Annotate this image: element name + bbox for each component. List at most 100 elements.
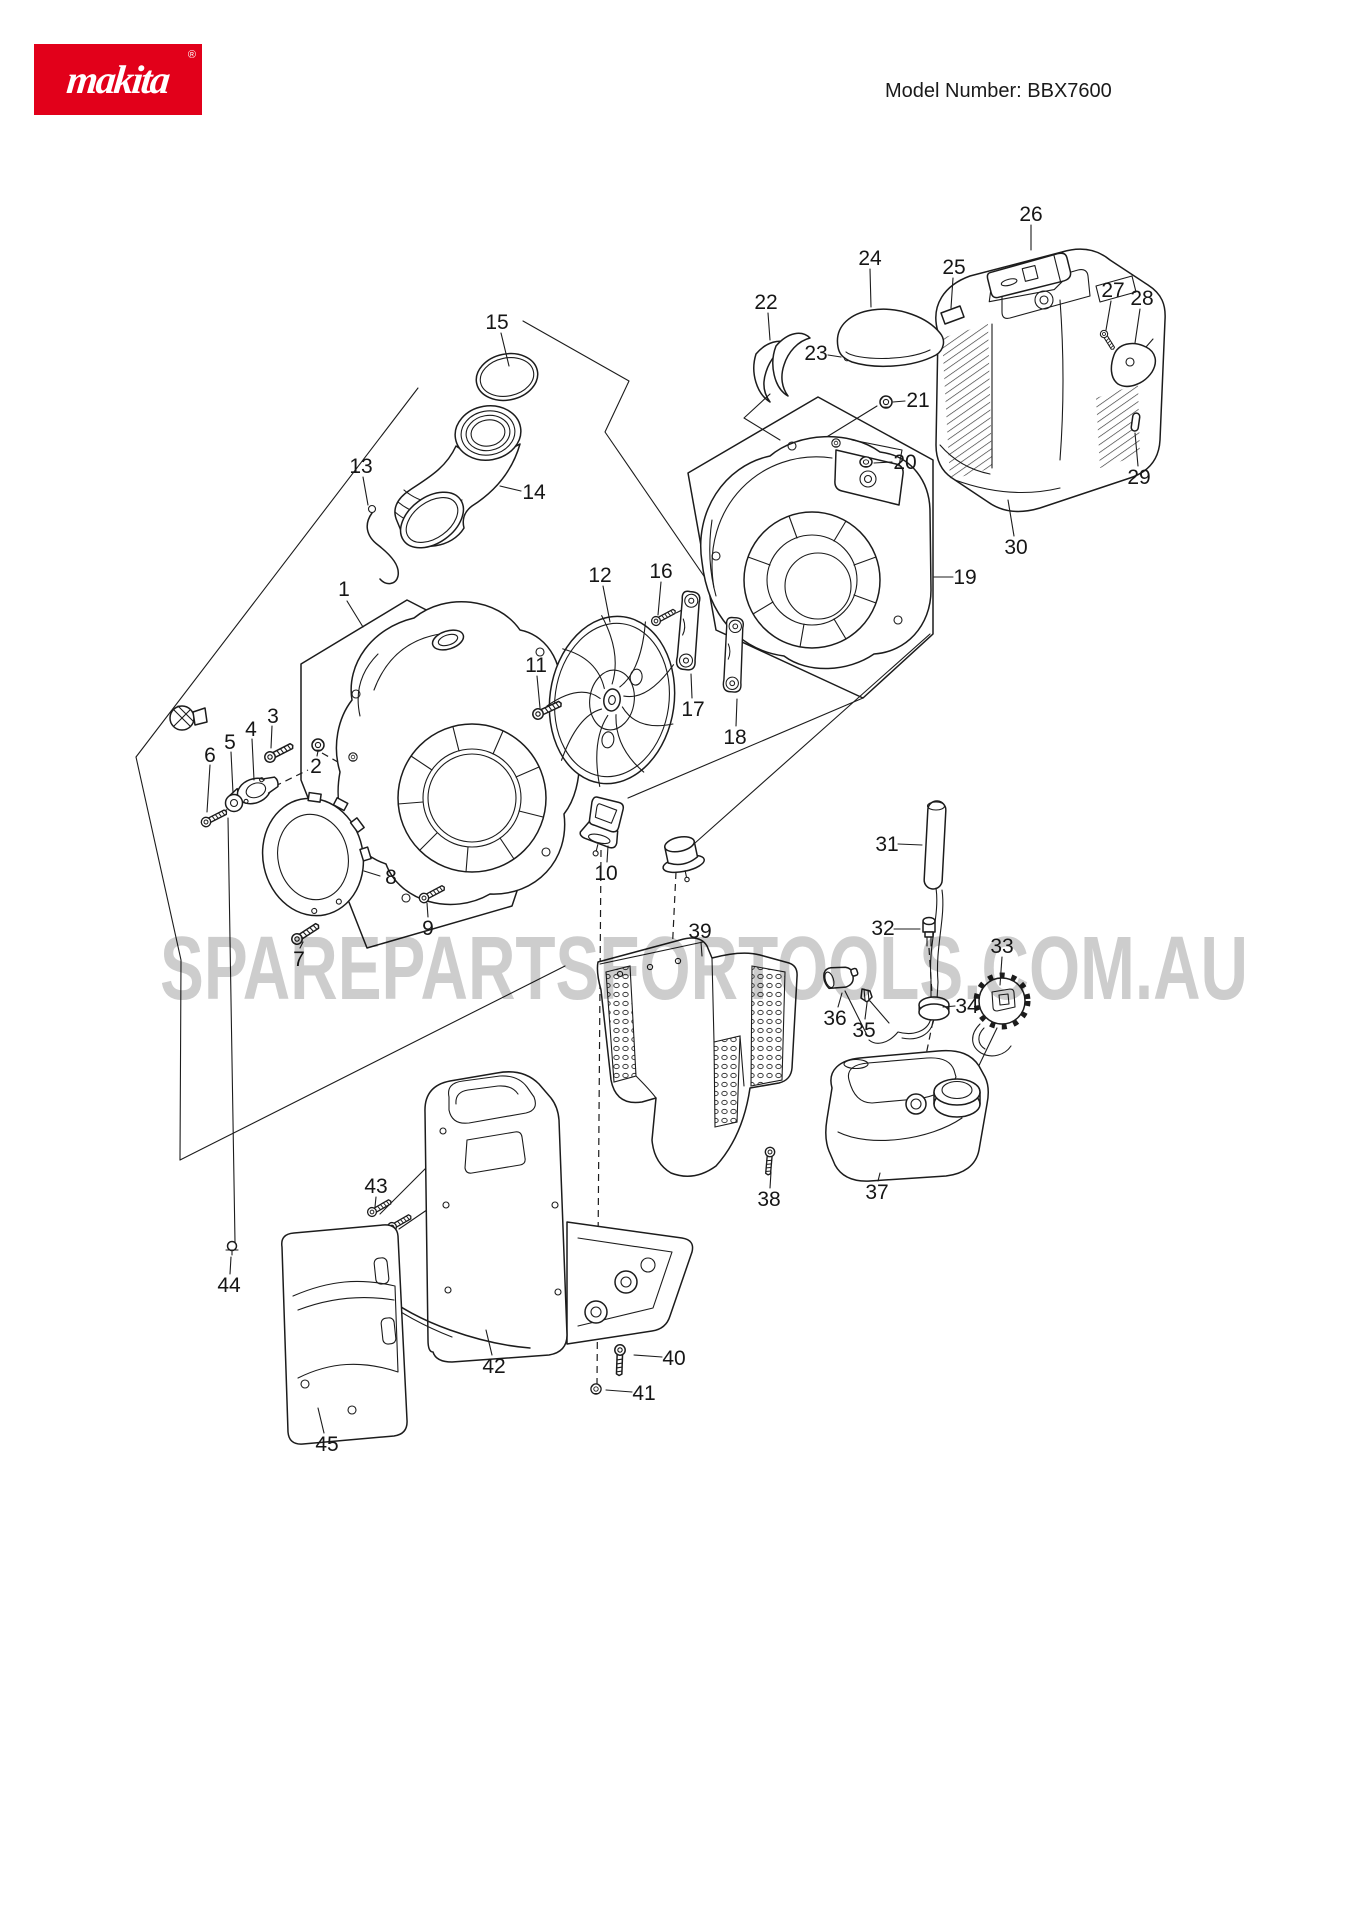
part-label-18: 18: [723, 726, 746, 749]
leader-line-2: [316, 750, 319, 757]
leader-line-37: [877, 1172, 881, 1182]
part-20-nut: [859, 456, 873, 468]
leader-line-17: [690, 673, 693, 699]
leader-line-39: [700, 941, 703, 957]
part-label-42: 42: [482, 1355, 505, 1378]
leader-line-27: [1105, 300, 1112, 331]
part-37-fuel-tank: [824, 1049, 990, 1182]
fuel-lines: [868, 887, 944, 1044]
leader-line-10: [606, 845, 609, 863]
leader-line-11: [536, 675, 541, 709]
leader-line-15: [500, 332, 510, 367]
leader-line-44: [229, 1256, 232, 1275]
part-14-elbow-pipe: [394, 405, 522, 549]
part-25-element: [940, 305, 965, 325]
makita-logo: makita ®: [34, 44, 202, 115]
registered-trademark-icon: ®: [187, 49, 196, 61]
part-24-cleaner-cover: [836, 308, 945, 368]
part-label-21: 21: [906, 389, 929, 412]
leader-line-43: [374, 1196, 377, 1208]
part-38-screw: [762, 1146, 776, 1176]
part-label-10: 10: [594, 862, 617, 885]
part-label-4: 4: [245, 718, 257, 741]
part-28-cover: [1110, 338, 1157, 388]
leader-line-38: [769, 1171, 772, 1189]
part-16-bolt: [649, 606, 678, 628]
part-label-17: 17: [681, 698, 704, 721]
model-number-text: Model Number: BBX7600: [885, 80, 1112, 102]
part-label-9: 9: [422, 917, 434, 940]
leader-line-29: [1134, 432, 1139, 467]
leader-line-7: [299, 941, 304, 949]
leader-line-42: [485, 1329, 493, 1356]
part-label-31: 31: [875, 833, 898, 856]
part-label-23: 23: [804, 342, 827, 365]
part-12-fan-wheel: [537, 608, 687, 796]
part-40-bolt: [613, 1343, 627, 1377]
leader-line-20: [873, 461, 893, 464]
leader-line-35: [864, 1002, 868, 1020]
leader-line-16: [657, 581, 662, 616]
leader-line-5: [230, 751, 234, 794]
choke-knob: [169, 705, 208, 731]
part-label-26: 26: [1019, 203, 1042, 226]
part-33-fuel-cap: [972, 972, 1031, 1057]
leader-line-18: [735, 698, 738, 727]
leader-line-3: [270, 725, 273, 749]
part-19-fan-case-group: [687, 396, 934, 699]
part-label-44: 44: [217, 1274, 241, 1297]
part-label-41: 41: [632, 1382, 655, 1405]
part-18-damper: [722, 616, 744, 693]
leader-line-41: [605, 1389, 633, 1393]
part-36-fuel-filter: [823, 966, 859, 990]
part-1-blower-housing-group: [300, 599, 580, 949]
part-2-nut: [311, 738, 325, 752]
leader-line-28: [1134, 308, 1141, 344]
part-label-8: 8: [385, 866, 397, 889]
leader-line-30: [1007, 499, 1015, 537]
part-45-back-pad: [281, 1224, 408, 1445]
leader-line-12: [602, 585, 611, 623]
part-label-2: 2: [310, 755, 322, 778]
part-31-tube: [923, 800, 947, 890]
part-label-6: 6: [204, 744, 216, 767]
part-label-43: 43: [364, 1175, 387, 1198]
part-8-ring: [261, 791, 372, 917]
part-26-latch-plate: [986, 252, 1072, 303]
part-label-35: 35: [852, 1019, 875, 1042]
part-15-ring: [475, 352, 539, 402]
part-41-nut: [590, 1383, 602, 1395]
leader-line-40: [633, 1354, 663, 1358]
part-label-39: 39: [688, 920, 711, 943]
part-label-15: 15: [485, 311, 508, 334]
part-32-valve: [922, 916, 936, 947]
leader-line-1: [346, 600, 364, 628]
part-label-16: 16: [649, 560, 672, 583]
leader-line-34: [942, 1005, 956, 1008]
intake-joint: [662, 835, 706, 883]
watermark-text: SPAREPARTSFORTOOLS.COM.AU: [160, 919, 1248, 1019]
part-label-45: 45: [315, 1433, 338, 1456]
part-42-frame: [367, 1071, 694, 1363]
part-label-13: 13: [349, 455, 372, 478]
part-17-damper: [675, 590, 701, 671]
part-39-guard: [596, 937, 798, 1177]
part-label-37: 37: [865, 1181, 888, 1204]
part-label-12: 12: [588, 564, 611, 587]
leader-line-21: [892, 400, 906, 403]
part-29-pin: [1130, 412, 1141, 432]
leader-line-13: [362, 476, 369, 506]
part-label-36: 36: [823, 1007, 846, 1030]
part-22-leaf-springs: [743, 332, 811, 441]
part-label-20: 20: [893, 451, 916, 474]
leader-line-36: [837, 992, 843, 1008]
leader-line-9: [426, 902, 429, 918]
part-44-clip: [225, 1240, 239, 1256]
part-30-engine-cover: [935, 248, 1166, 513]
part-5-washer: [224, 793, 244, 813]
leader-line-23: [827, 354, 842, 358]
part-label-5: 5: [224, 731, 236, 754]
